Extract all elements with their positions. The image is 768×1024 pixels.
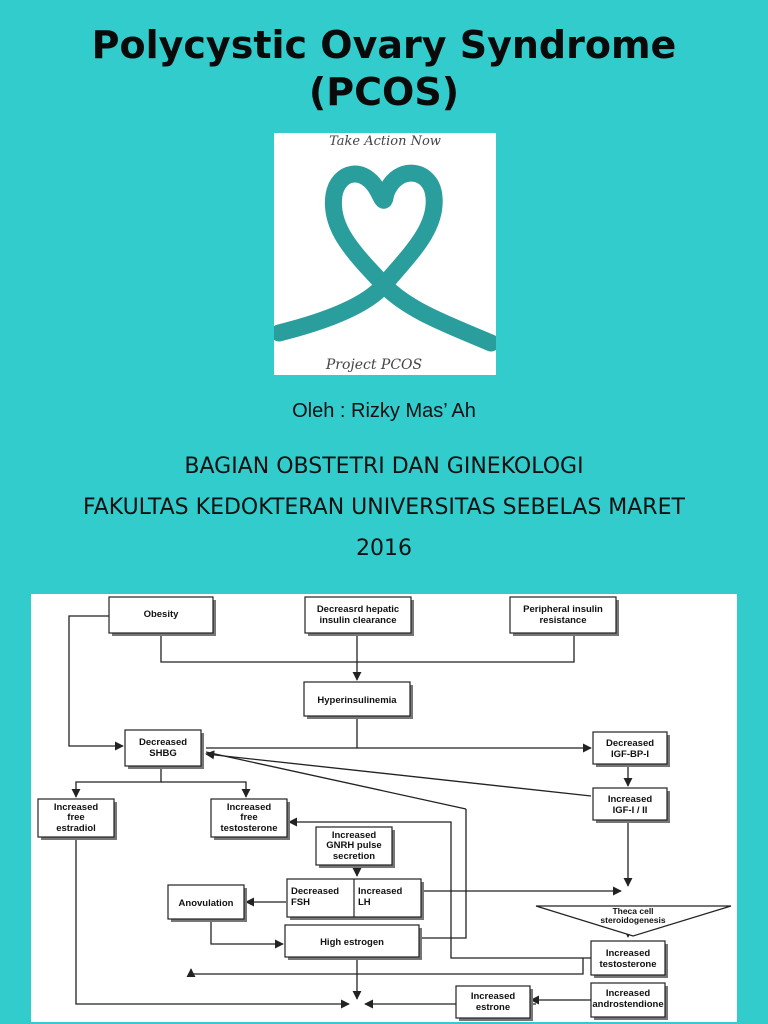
svg-text:testosterone: testosterone [220,823,277,834]
box-increased-androstenedione: Increased androstendione [590,982,668,1020]
svg-text:Anovulation: Anovulation [179,898,234,909]
box-fsh-lh: Decreased FSH Increased LH [286,878,424,920]
svg-text:Theca cell: Theca cell [612,906,653,916]
svg-text:Increased: Increased [332,830,377,841]
box-decreased-shbg: Decreased SHBG [124,729,204,769]
slide-title: Polycystic Ovary Syndrome (PCOS) [0,22,768,116]
svg-text:Increased: Increased [608,794,653,805]
box-hyperinsulinemia: Hyperinsulinemia [303,681,413,719]
box-increased-estrone: Increased estrone [455,985,533,1021]
box-increased-igf: Increased IGF-I / II [592,787,670,823]
svg-text:resistance: resistance [539,615,586,626]
box-free-estradiol: Increased free estradiol [37,798,117,840]
box-gnrh: Increased GNRH pulse secretion [315,826,395,868]
svg-text:Decreasrd hepatic: Decreasrd hepatic [317,604,399,615]
svg-text:estrone: estrone [476,1002,510,1013]
title-line-1: Polycystic Ovary Syndrome [91,23,677,67]
svg-text:free: free [240,812,257,823]
svg-text:Decreased: Decreased [139,737,187,748]
svg-text:secretion: secretion [333,851,375,862]
year-line: 2016 [356,536,412,561]
svg-text:testosterone: testosterone [599,959,656,970]
project-pcos-logo: Take Action Now Project PCOS [274,133,496,375]
svg-text:free: free [67,812,84,823]
svg-text:androstendione: androstendione [592,999,663,1010]
faculty-line: FAKULTAS KEDOKTERAN UNIVERSITAS SEBELAS … [83,495,685,520]
svg-text:Increased: Increased [471,991,516,1002]
svg-text:Increased: Increased [606,948,651,959]
box-theca-cell: Theca cell steroidogenesis [535,905,732,937]
svg-text:steroidogenesis: steroidogenesis [600,915,665,925]
box-hepatic-clearance: Decreasrd hepatic insulin clearance [304,596,414,636]
svg-text:High estrogen: High estrogen [320,937,384,948]
svg-text:Increased: Increased [227,802,272,813]
box-decreased-igf-bp: Decreased IGF-BP-I [592,731,670,767]
svg-text:SHBG: SHBG [149,748,176,759]
box-anovulation: Anovulation [167,884,247,922]
pcos-pathophysiology-diagram: Obesity Decreasrd hepatic insulin cleara… [31,594,737,1022]
ribbon-heart-icon: Take Action Now Project PCOS [274,134,496,373]
logo-bottom-text: Project PCOS [325,357,422,373]
svg-text:IGF-I / II: IGF-I / II [613,805,648,816]
svg-text:IGF-BP-I: IGF-BP-I [611,749,649,760]
svg-text:Increased: Increased [54,802,99,813]
box-increased-testosterone: Increased testosterone [590,940,668,978]
box-high-estrogen: High estrogen [284,924,422,960]
svg-text:Decreased: Decreased [606,738,654,749]
title-line-2: (PCOS) [308,70,460,114]
svg-text:FSH: FSH [291,897,310,908]
svg-text:insulin clearance: insulin clearance [319,615,396,626]
label-obesity: Obesity [144,609,180,620]
svg-text:Increased: Increased [606,988,651,999]
svg-text:Decreased: Decreased [291,886,339,897]
svg-text:Peripheral insulin: Peripheral insulin [523,604,603,615]
box-peripheral-resistance: Peripheral insulin resistance [509,596,619,636]
svg-text:Increased: Increased [358,886,403,897]
institution-block: BAGIAN OBSTETRI DAN GINEKOLOGI FAKULTAS … [0,446,768,569]
diagram-connectors [68,615,633,1009]
box-obesity: Obesity [108,596,216,636]
svg-text:LH: LH [358,897,371,908]
svg-text:estradiol: estradiol [56,823,96,834]
svg-text:Hyperinsulinemia: Hyperinsulinemia [317,695,397,706]
author-line: Oleh : Rizky Mas’ Ah [292,400,476,422]
logo-top-text: Take Action Now [329,134,441,149]
department-line: BAGIAN OBSTETRI DAN GINEKOLOGI [184,454,584,479]
box-free-testosterone: Increased free testosterone [210,798,290,840]
svg-text:GNRH pulse: GNRH pulse [326,840,381,851]
